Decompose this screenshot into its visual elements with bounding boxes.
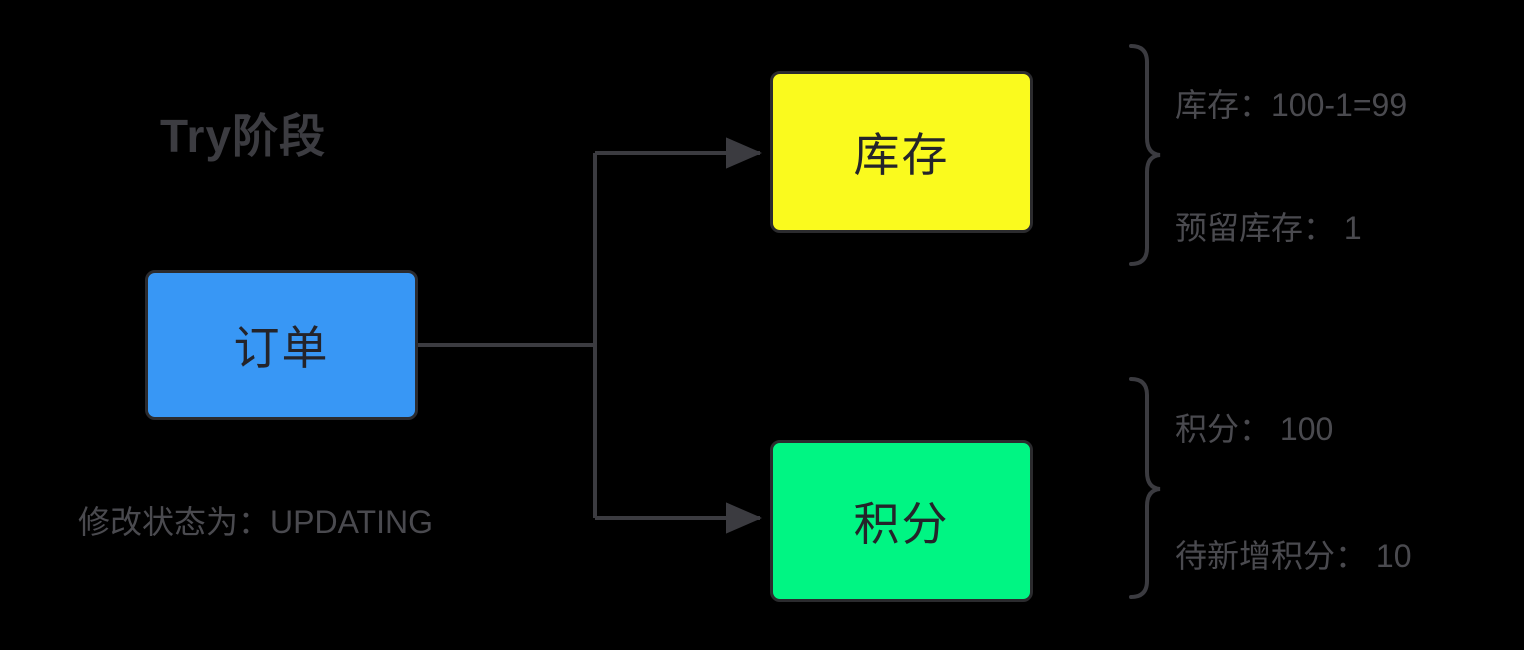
- annotation-stock-total: 库存：100-1=99: [1175, 87, 1408, 123]
- annotation-points-total: 积分： 100: [1175, 411, 1334, 447]
- node-order[interactable]: 订单: [145, 270, 418, 420]
- node-stock-label: 库存: [853, 129, 950, 181]
- order-status-note: 修改状态为：UPDATING: [78, 504, 433, 540]
- annotation-points-pending: 待新增积分： 10: [1175, 538, 1412, 574]
- node-points[interactable]: 积分: [770, 440, 1033, 602]
- page-title: Try阶段: [160, 110, 327, 162]
- node-stock[interactable]: 库存: [770, 71, 1033, 233]
- node-order-label: 订单: [233, 322, 330, 374]
- node-points-label: 积分: [853, 498, 950, 550]
- brace-points: [1129, 377, 1161, 599]
- brace-stock: [1129, 44, 1161, 266]
- annotation-stock-reserved: 预留库存： 1: [1175, 210, 1362, 246]
